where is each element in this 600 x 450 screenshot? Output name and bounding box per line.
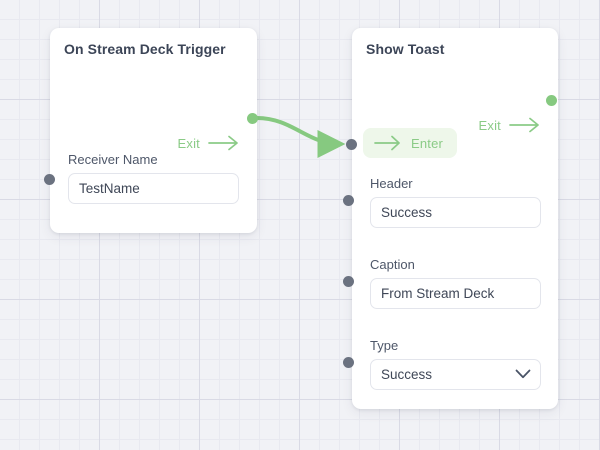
port-out-exit-trigger[interactable]: [247, 113, 258, 124]
enter-label: Enter: [411, 135, 444, 151]
chevron-down-icon: [515, 369, 531, 379]
exit-label: Exit: [177, 135, 200, 151]
arrow-right-icon: [374, 135, 400, 151]
field-label: Receiver Name: [68, 152, 158, 167]
node-show-toast[interactable]: Show Toast Exit Enter Header Caption Typ…: [352, 28, 558, 409]
header-input[interactable]: [370, 197, 541, 228]
edge-trigger-to-toast: [255, 116, 346, 158]
type-select-value: Success: [381, 367, 433, 382]
receiver-name-input[interactable]: [68, 173, 239, 204]
type-select[interactable]: Success: [370, 359, 541, 390]
node-on-stream-deck-trigger[interactable]: On Stream Deck Trigger Exit Receiver Nam…: [50, 28, 257, 233]
arrow-right-icon: [509, 117, 539, 133]
field-caption[interactable]: Caption: [370, 257, 541, 309]
field-label: Header: [370, 176, 413, 191]
field-type[interactable]: Type Success: [370, 338, 541, 390]
port-in-type[interactable]: [343, 357, 354, 368]
port-in-header[interactable]: [343, 195, 354, 206]
exit-label: Exit: [478, 117, 501, 133]
field-label: Type: [370, 338, 399, 353]
field-receiver-name[interactable]: Receiver Name: [68, 152, 239, 204]
exit-port-row[interactable]: Exit: [178, 135, 240, 151]
node-title: On Stream Deck Trigger: [64, 41, 226, 57]
enter-port-badge[interactable]: Enter: [363, 128, 458, 158]
arrow-right-icon: [208, 135, 238, 151]
port-out-exit-toast[interactable]: [546, 95, 557, 106]
port-in-receiver-name[interactable]: [44, 174, 55, 185]
port-in-enter-toast[interactable]: [346, 139, 357, 150]
node-title: Show Toast: [366, 41, 445, 57]
exit-port-row[interactable]: Exit: [479, 117, 541, 133]
port-in-caption[interactable]: [343, 276, 354, 287]
field-header[interactable]: Header: [370, 176, 541, 228]
field-label: Caption: [370, 257, 415, 272]
caption-input[interactable]: [370, 278, 541, 309]
